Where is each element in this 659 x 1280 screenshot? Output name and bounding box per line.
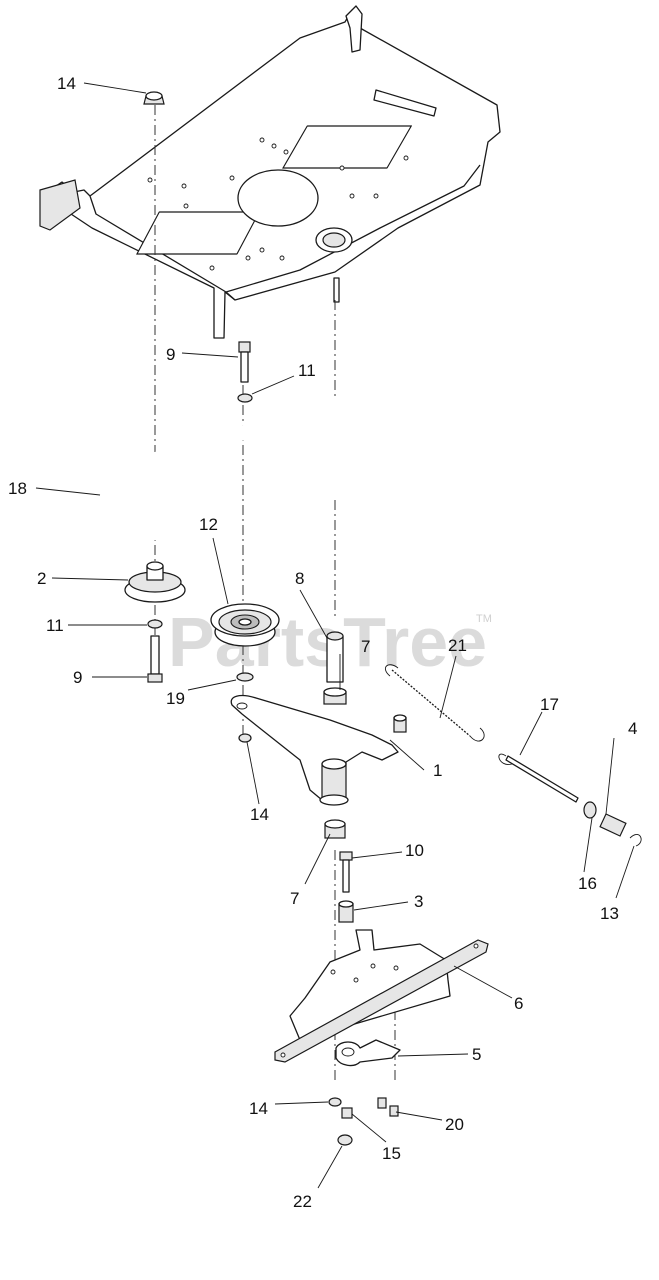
part-12-pulley-large: [210, 603, 280, 647]
part-1-idler-arm: [230, 694, 407, 806]
callout-14-lower: 14: [249, 1099, 268, 1118]
part-6-mount-plate: [274, 929, 489, 1063]
callout-19: 19: [166, 689, 185, 708]
part-20-bolts: [377, 1097, 399, 1117]
callout-9-upper: 9: [166, 345, 175, 364]
part-14-nut-lower: [328, 1097, 342, 1107]
callout-14-top: 14: [57, 74, 76, 93]
callout-6: 6: [514, 994, 523, 1013]
callout-17: 17: [540, 695, 559, 714]
part-5-bracket: [335, 1039, 401, 1067]
callout-3: 3: [414, 892, 423, 911]
callout-15: 15: [382, 1144, 401, 1163]
part-8-spacer: [326, 631, 344, 683]
part-14-nut-top: [143, 91, 165, 105]
part-11-washer-upper: [237, 393, 253, 403]
part-14-nut-middle: [238, 733, 252, 743]
part-10-bolt: [339, 851, 353, 893]
part-13-clip: [629, 834, 642, 847]
part-21-spring: [385, 664, 485, 742]
callout-14-middle: 14: [250, 805, 269, 824]
callout-11-lower: 11: [46, 616, 64, 635]
callout-2: 2: [37, 569, 46, 588]
callout-8: 8: [295, 569, 304, 588]
callout-11-upper: 11: [298, 361, 316, 380]
callout-22: 22: [293, 1192, 312, 1211]
part-3-spacer: [338, 900, 354, 923]
callout-13: 13: [600, 904, 619, 923]
part-4-spacer: [599, 813, 627, 837]
part-7-bushing-lower: [324, 819, 346, 839]
callout-21: 21: [448, 636, 467, 655]
part-16-washer: [583, 801, 597, 819]
callouts: 14 9 11 18 12 2 8 7 21 17 4 11 9 19 1 14…: [8, 74, 637, 1211]
watermark-tm: TM: [476, 613, 492, 625]
callout-1: 1: [433, 761, 442, 780]
part-15-bolt: [341, 1107, 353, 1119]
part-18-belt: [93, 395, 382, 543]
part-7-bushing-upper: [323, 687, 347, 705]
callout-20: 20: [445, 1115, 464, 1134]
callout-5: 5: [472, 1045, 481, 1064]
callout-10: 10: [405, 841, 424, 860]
deck-plate: [39, 5, 501, 339]
part-2-pulley-idler: [124, 561, 186, 603]
callout-4: 4: [628, 719, 637, 738]
callout-7-upper: 7: [361, 637, 370, 656]
callout-18: 18: [8, 479, 27, 498]
callout-16: 16: [578, 874, 597, 893]
part-9-bolt-lower: [147, 635, 163, 683]
callout-9-lower: 9: [73, 668, 82, 687]
part-17-rod: [498, 753, 579, 803]
part-9-bolt-upper: [238, 341, 251, 383]
callout-7-lower: 7: [290, 889, 299, 908]
part-19-washer: [236, 672, 254, 682]
leader-lines: [35, 82, 635, 1189]
callout-12: 12: [199, 515, 218, 534]
part-22-nut: [337, 1134, 353, 1146]
part-11-washer-lower: [147, 619, 163, 629]
